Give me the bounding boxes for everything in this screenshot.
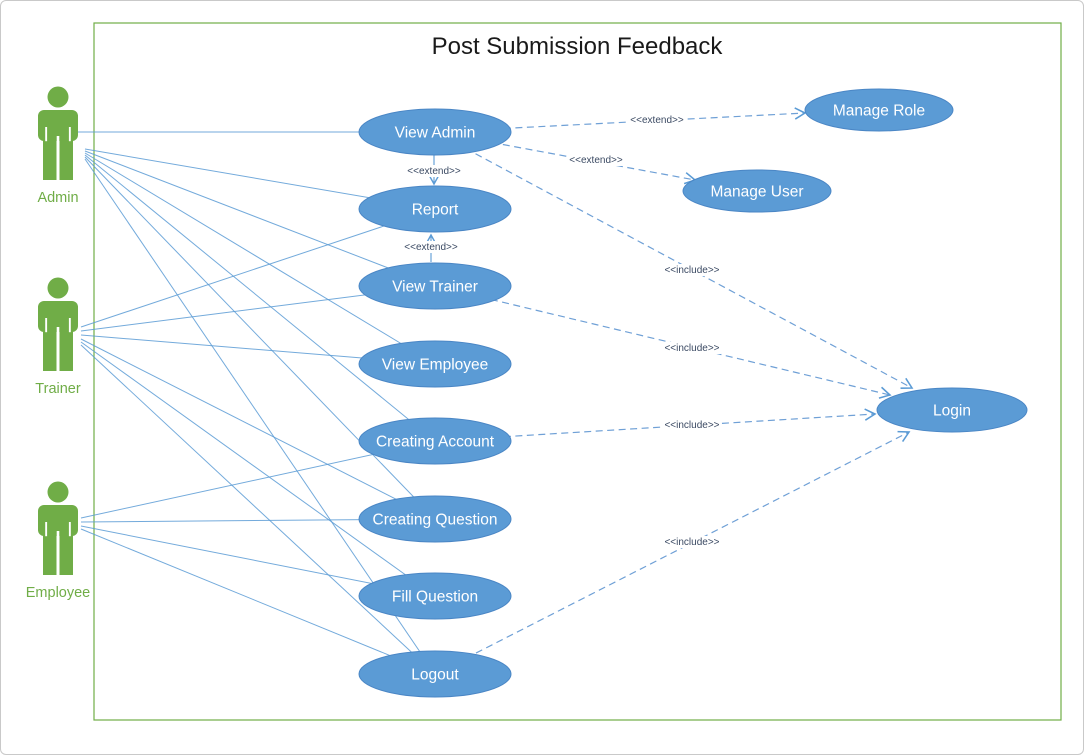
association-trainer-fill-question [80,341,436,597]
use-cases: View Admin Report View Trainer View Empl… [358,88,1028,698]
actor-admin[interactable]: Admin [37,87,79,207]
extend-label-manage-role: <<extend>> [630,114,684,126]
usecase-report[interactable]: Report [358,185,512,233]
association-employee-logout [80,528,436,675]
svg-text:Login: Login [933,403,971,420]
association-trainer-report [80,208,436,328]
include-label-logout-login: <<include>> [664,536,721,548]
actor-trainer-label: Trainer [35,381,81,397]
extend-view-admin-manage-user [434,131,697,185]
svg-text:Logout: Logout [411,667,459,684]
stereotype-labels: <<extend>> <<extend>> <<extend>> <<exten… [404,114,721,548]
association-admin-view-trainer [84,150,436,287]
svg-text:View Trainer: View Trainer [392,279,478,296]
svg-text:<<include>>: <<include>> [664,265,719,276]
include-label-creating-account-login: <<include>> [664,419,721,431]
person-icon [38,482,78,576]
include-label-view-trainer-login: <<include>> [664,342,721,354]
extend-label-view-trainer-report: <<extend>> [404,241,458,253]
person-icon [38,278,78,372]
association-admin-view-employee [84,152,436,365]
usecase-login[interactable]: Login [876,387,1028,433]
usecase-logout[interactable]: Logout [358,650,512,698]
svg-text:<<include>>: <<include>> [664,343,719,354]
usecase-manage-role[interactable]: Manage Role [804,88,954,132]
usecase-manage-user[interactable]: Manage User [682,169,832,213]
actor-employee[interactable]: Employee [26,482,90,602]
svg-text:Manage Role: Manage Role [833,103,925,120]
svg-text:<<extend>>: <<extend>> [407,166,461,177]
svg-text:View Employee: View Employee [382,357,489,374]
svg-text:<<extend>>: <<extend>> [569,155,623,166]
actor-trainer[interactable]: Trainer [35,278,81,398]
usecase-creating-question[interactable]: Creating Question [358,495,512,543]
include-label-view-admin-login: <<include>> [664,264,721,276]
actor-admin-label: Admin [37,190,78,206]
svg-text:Report: Report [412,202,459,219]
association-admin-creating-account [84,154,436,442]
svg-text:<<include>>: <<include>> [664,420,719,431]
association-admin-creating-question [84,156,436,520]
svg-text:<<include>>: <<include>> [664,537,719,548]
extend-label-view-admin-report: <<extend>> [407,165,461,177]
svg-text:<<extend>>: <<extend>> [404,242,458,253]
usecase-view-admin[interactable]: View Admin [358,108,512,156]
include-logout-login [434,430,911,675]
include-view-trainer-login [434,285,892,399]
svg-text:Creating Account: Creating Account [376,434,495,451]
diagram-title: Post Submission Feedback [432,33,724,60]
association-trainer-logout [80,344,436,675]
include-view-admin-login [434,131,914,389]
svg-text:View Admin: View Admin [395,125,476,142]
svg-text:Manage User: Manage User [710,184,803,201]
usecase-view-employee[interactable]: View Employee [358,340,512,388]
actor-employee-label: Employee [26,585,90,601]
system-boundary [93,22,1062,721]
extend-label-manage-user: <<extend>> [569,154,623,166]
usecase-fill-question[interactable]: Fill Question [358,572,512,620]
actors: Admin Trainer Employee [26,87,90,602]
svg-text:Fill Question: Fill Question [392,589,478,606]
svg-text:<<extend>>: <<extend>> [630,115,684,126]
person-icon [38,87,78,181]
usecase-creating-account[interactable]: Creating Account [358,417,512,465]
usecase-view-trainer[interactable]: View Trainer [358,262,512,310]
association-trainer-creating-question [80,338,436,520]
svg-text:Creating Question: Creating Question [373,512,498,529]
